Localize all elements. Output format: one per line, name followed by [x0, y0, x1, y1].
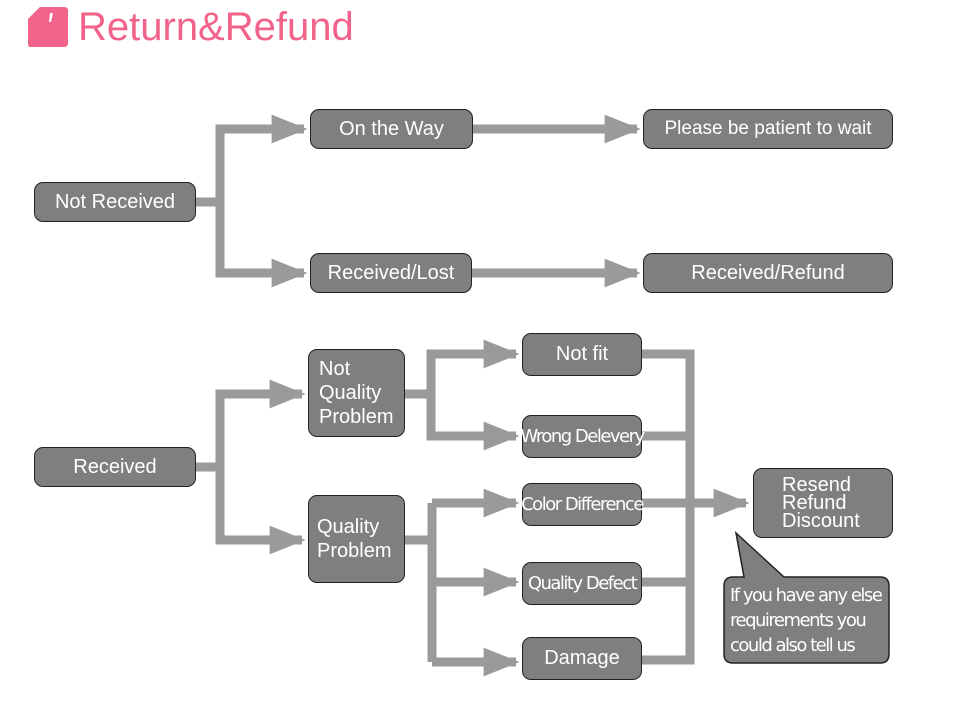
- node-resolution-label: Resend Refund Discount: [782, 474, 860, 532]
- node-color-difference: Color Difference: [521, 483, 644, 526]
- node-on-the-way: On the Way: [310, 109, 473, 149]
- node-damage: Damage: [522, 637, 642, 680]
- node-received-label: Received: [73, 455, 157, 478]
- node-not-fit: Not fit: [522, 333, 642, 376]
- node-quality-problem: Quality Problem: [308, 495, 405, 583]
- node-resend-refund-discount: Resend Refund Discount: [753, 468, 893, 538]
- note-text: If you have any else requirements you co…: [730, 585, 883, 656]
- node-received-lost: Received/Lost: [310, 253, 472, 293]
- node-not-quality-problem-label: Not Quality Problem: [319, 358, 394, 428]
- node-quality-defect: Quality Defect: [522, 562, 642, 605]
- node-received: Received: [34, 447, 196, 487]
- node-received-refund: Received/Refund: [643, 253, 893, 293]
- node-not-received: Not Received: [34, 182, 196, 222]
- node-wrong-delivery: Wrong Delevery: [520, 415, 645, 458]
- tag-icon: [28, 7, 68, 47]
- node-please-be-patient: Please be patient to wait: [643, 109, 893, 149]
- node-not-quality-problem: Not Quality Problem: [308, 349, 405, 437]
- page-title: Return&Refund: [78, 5, 354, 49]
- node-quality-problem-label: Quality Problem: [317, 516, 392, 562]
